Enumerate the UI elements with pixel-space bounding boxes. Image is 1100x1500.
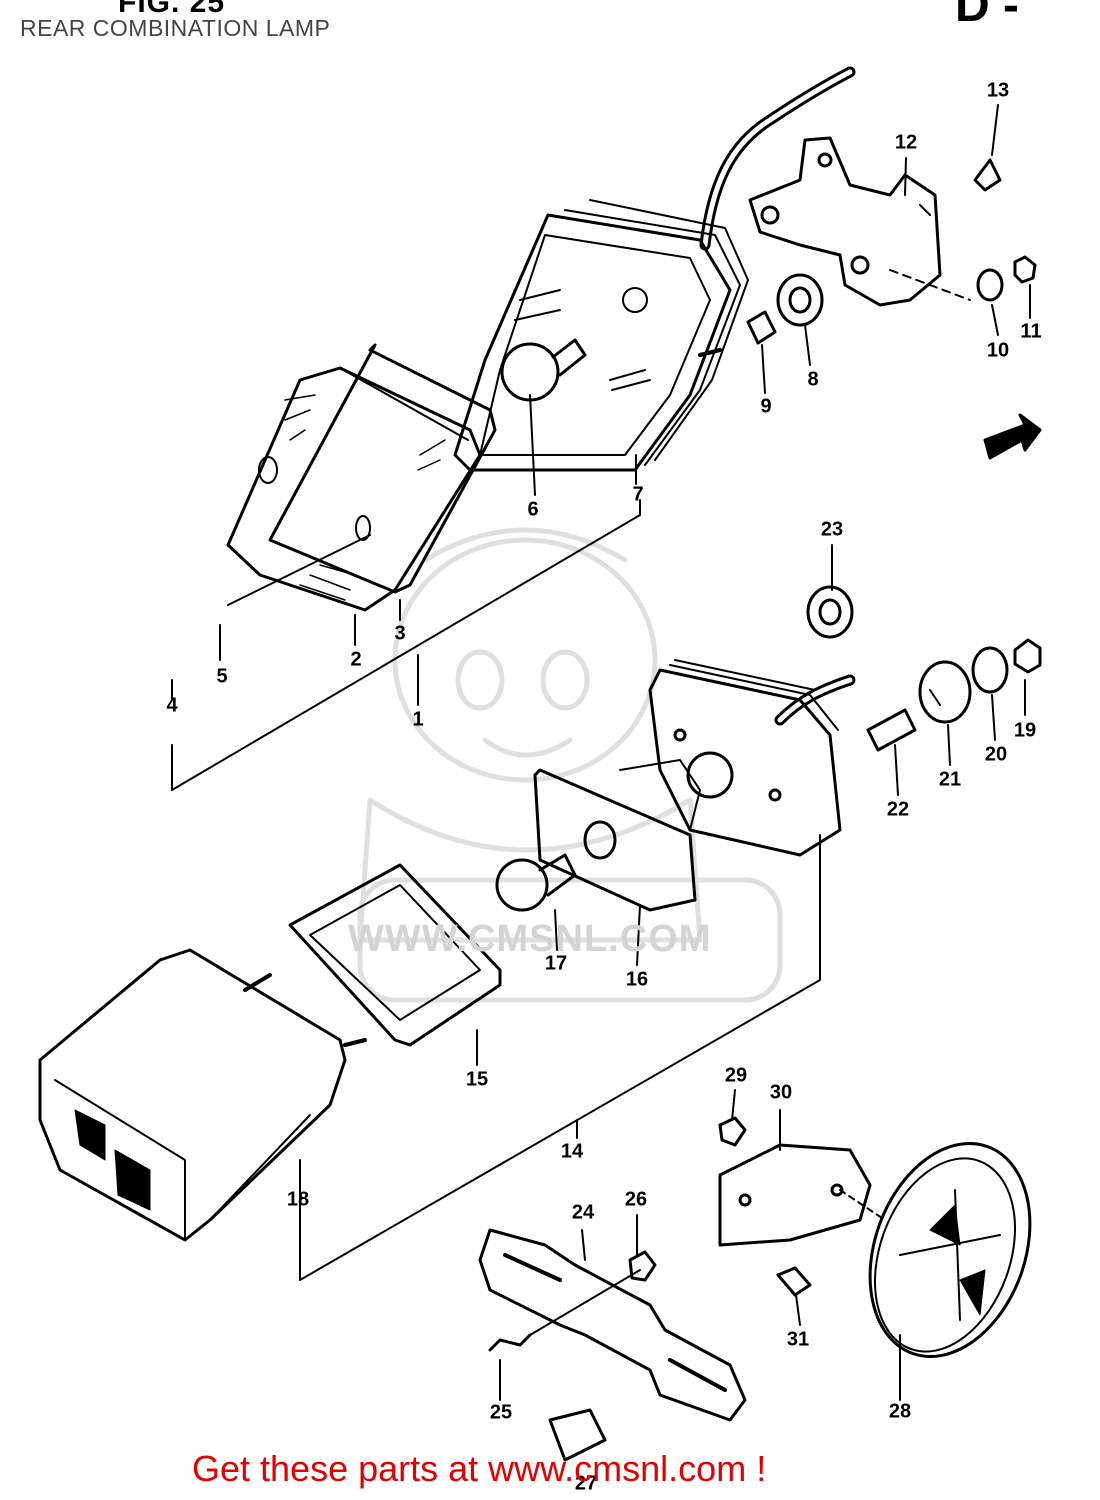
callout-6: 6 <box>527 498 539 521</box>
callout-22: 22 <box>886 798 910 821</box>
license-bracket-part-24 <box>478 1228 747 1422</box>
callout-23: 23 <box>820 518 844 541</box>
washer-part-10 <box>976 268 1004 302</box>
callout-25: 25 <box>489 1401 513 1424</box>
callout-15: 15 <box>465 1068 489 1091</box>
callout-26: 26 <box>624 1188 648 1211</box>
callout-7: 7 <box>632 483 644 506</box>
direction-arrow-icon <box>983 413 1042 460</box>
callout-17: 17 <box>544 952 568 975</box>
callout-9: 9 <box>760 395 772 418</box>
callout-30: 30 <box>769 1081 793 1104</box>
screw-part-31 <box>776 1266 812 1297</box>
reflector-part-28 <box>868 1141 1032 1359</box>
callout-3: 3 <box>394 622 406 645</box>
leader-lines <box>171 104 1031 1401</box>
callout-11: 11 <box>1020 320 1042 343</box>
callout-29: 29 <box>724 1064 748 1087</box>
bracket-part-30 <box>718 1143 872 1247</box>
callout-2: 2 <box>350 648 362 671</box>
grommet-part-21 <box>918 660 972 724</box>
bulb-part-17 <box>495 853 577 912</box>
collar-part-9 <box>746 310 777 345</box>
nut-part-29 <box>718 1116 747 1147</box>
callout-31: 31 <box>786 1328 810 1351</box>
diagram-subtitle: REAR COMBINATION LAMP <box>20 15 331 41</box>
nut-part-11 <box>1013 255 1037 284</box>
collar-part-22 <box>866 708 917 752</box>
grommet-part-23 <box>806 585 854 639</box>
lens-part-18 <box>38 948 367 1242</box>
bracket-part-12 <box>748 136 971 307</box>
callout-5: 5 <box>216 665 228 688</box>
callout-20: 20 <box>984 743 1008 766</box>
gasket-part-15 <box>288 863 502 1047</box>
grommet-part-27 <box>548 1408 607 1462</box>
corner-code: D - <box>955 0 1019 32</box>
nut-part-19 <box>1013 638 1042 674</box>
callout-18: 18 <box>286 1188 310 1211</box>
gasket-window <box>309 884 481 1021</box>
nut-part-26 <box>628 1250 657 1282</box>
callout-19: 19 <box>1013 719 1037 742</box>
callout-8: 8 <box>807 368 819 391</box>
callout-12: 12 <box>894 131 918 154</box>
lens-part-2 <box>226 366 482 612</box>
figure-title: FIG. 25 <box>118 0 226 19</box>
callout-28: 28 <box>888 1400 912 1423</box>
watermark-mascot <box>357 527 783 1003</box>
callout-13: 13 <box>986 79 1010 102</box>
callout-21: 21 <box>938 768 962 791</box>
upper-lamp-wire-core <box>702 69 853 248</box>
callout-24: 24 <box>571 1201 595 1224</box>
bulb-part-6 <box>500 338 587 402</box>
callout-14: 14 <box>560 1140 584 1163</box>
grommet-part-8 <box>776 273 824 327</box>
callout-27: 27 <box>574 1472 598 1495</box>
get-parts-link[interactable]: Get these parts at www.cmsnl.com ! <box>192 1448 767 1489</box>
callout-4: 4 <box>166 694 178 717</box>
washer-part-20 <box>971 646 1009 694</box>
socket-plate-part-16 <box>533 751 734 912</box>
callout-16: 16 <box>625 968 649 991</box>
callout-10: 10 <box>986 339 1010 362</box>
screw-part-25 <box>488 1333 532 1352</box>
lower-housing-part-14 <box>648 659 842 857</box>
bolt-part-13 <box>973 158 1002 192</box>
watermark-url: WWW.CMSNL.COM <box>348 918 712 960</box>
callout-1: 1 <box>412 708 424 731</box>
